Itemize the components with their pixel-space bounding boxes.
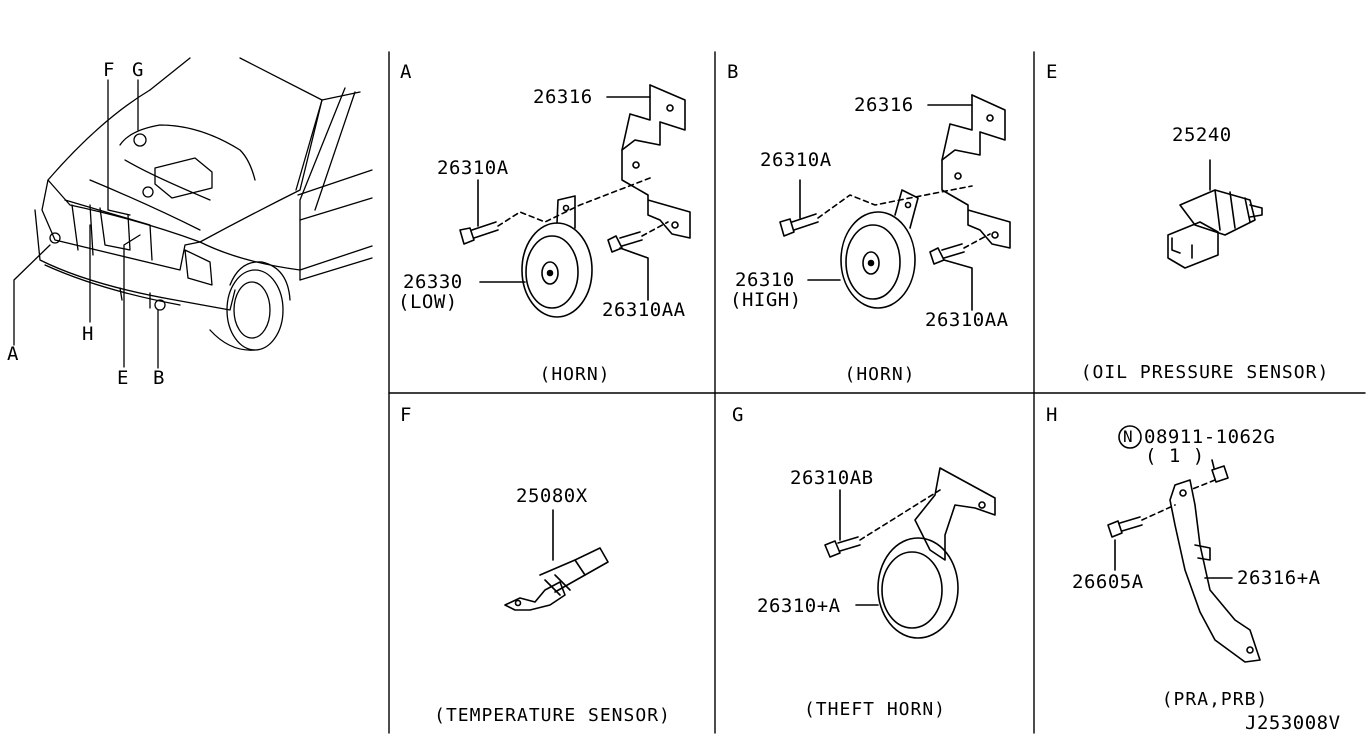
panel-e-letter: E xyxy=(1046,61,1058,83)
panel-h-letter: H xyxy=(1046,404,1058,426)
panel-h-nut-label: 08911-1062G xyxy=(1144,426,1276,448)
panel-a-horn-label: 26330 xyxy=(403,271,463,293)
panel-b-letter: B xyxy=(727,61,739,83)
panel-f-sensor-label: 25080X xyxy=(516,485,588,507)
panel-f-letter: F xyxy=(400,404,412,426)
callout-h: H xyxy=(82,323,94,345)
panel-b-caption: (HORN) xyxy=(844,364,916,385)
callout-f: F xyxy=(103,59,115,81)
panel-g-drawing xyxy=(824,467,996,639)
panel-b-horn-label: 26310 xyxy=(735,269,795,291)
panel-h-nut-qty: ( 1 ) xyxy=(1145,445,1205,467)
callout-e: E xyxy=(117,367,129,389)
panel-e-caption: (OIL PRESSURE SENSOR) xyxy=(1080,362,1330,383)
diagram-code: J253008V xyxy=(1245,712,1341,734)
panel-e-sensor-label: 25240 xyxy=(1172,124,1232,146)
panel-h-nut-symbol: N xyxy=(1123,427,1134,446)
panel-b-horn-sublabel: (HIGH) xyxy=(730,289,802,311)
callout-a: A xyxy=(7,343,19,365)
panel-h-drawing xyxy=(1107,425,1261,663)
panel-f-caption: (TEMPERATURE SENSOR) xyxy=(434,705,671,726)
panel-h-bolt-label: 26605A xyxy=(1072,571,1144,593)
vehicle-overview-drawing xyxy=(13,57,373,369)
callout-g: G xyxy=(132,59,144,81)
panel-a-bracket-label: 26316 xyxy=(533,86,593,108)
panel-b-drawing xyxy=(779,94,1011,311)
panel-a-horn-sublabel: (LOW) xyxy=(398,291,458,313)
panel-g-horn-label: 26310+A xyxy=(757,595,841,617)
callout-b: B xyxy=(153,367,165,389)
panel-a-bolt2-label: 26310AA xyxy=(602,299,686,321)
panel-f-drawing xyxy=(504,509,609,611)
panel-b-bolt2-label: 26310AA xyxy=(925,309,1009,331)
panel-a-caption: (HORN) xyxy=(539,364,611,385)
panel-h-caption: (PRA,PRB) xyxy=(1161,689,1269,710)
panel-a-drawing xyxy=(459,84,691,318)
panel-a-letter: A xyxy=(400,61,412,83)
panel-g-caption: (THEFT HORN) xyxy=(803,699,947,720)
panel-b-bracket-label: 26316 xyxy=(854,94,914,116)
panel-h-bracket-label: 26316+A xyxy=(1237,567,1321,589)
panel-a-bolt-label: 26310A xyxy=(437,157,509,179)
panel-e-drawing xyxy=(1167,159,1263,269)
panel-grid xyxy=(388,51,1366,734)
panel-g-letter: G xyxy=(732,404,744,426)
panel-b-bolt-label: 26310A xyxy=(760,149,832,171)
panel-g-bolt-label: 26310AB xyxy=(790,467,874,489)
